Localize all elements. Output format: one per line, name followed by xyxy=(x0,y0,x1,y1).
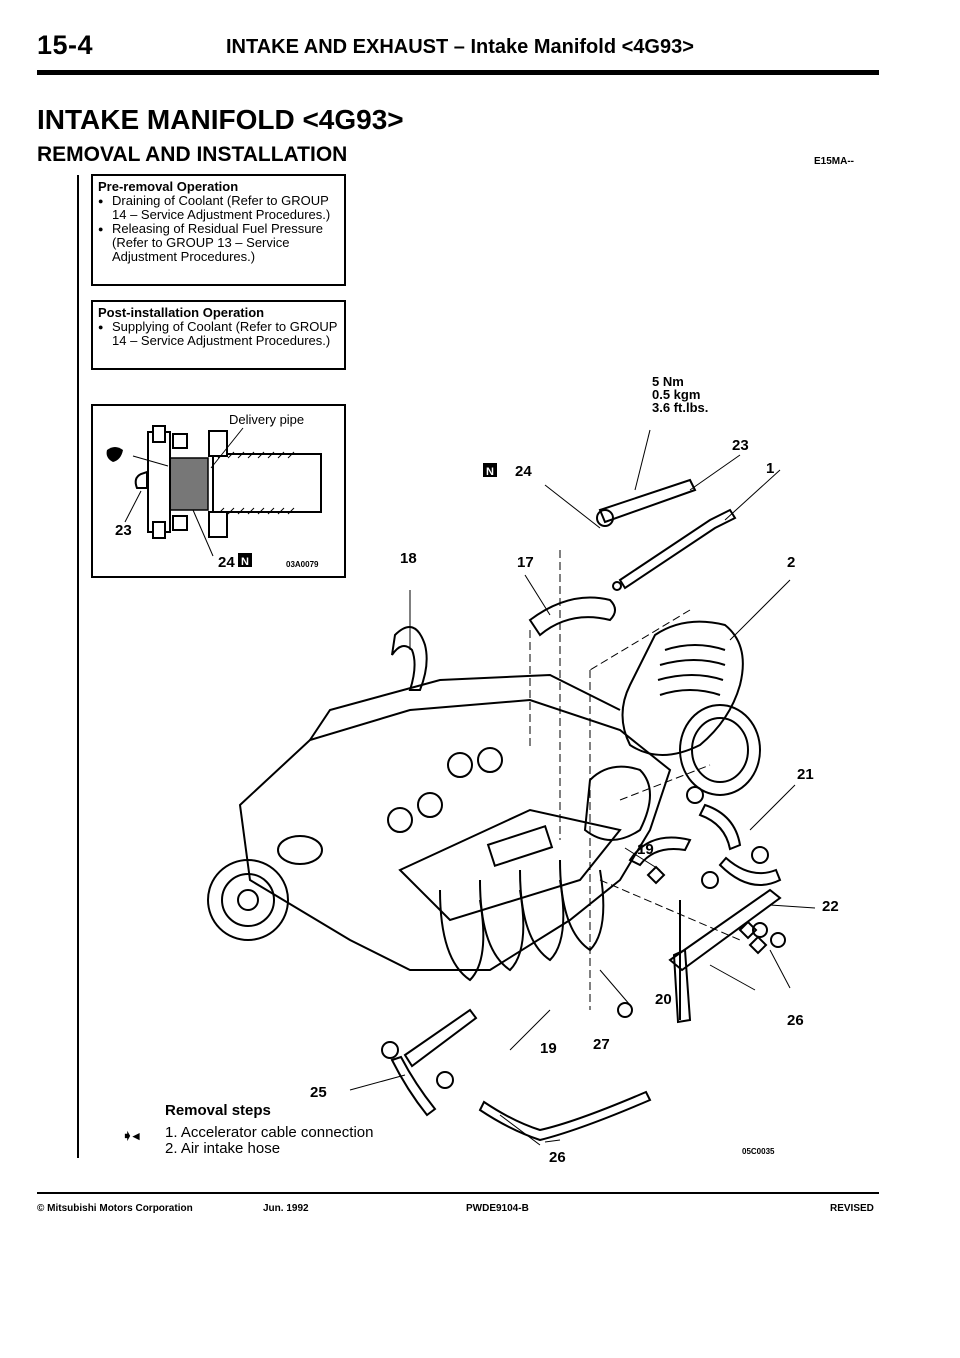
callout-18: 18 xyxy=(400,550,417,567)
figure-code: 05C0035 xyxy=(742,1147,775,1156)
section-subtitle: REMOVAL AND INSTALLATION xyxy=(37,143,348,166)
inset-callout-24: 24 xyxy=(218,554,235,571)
pre-removal-box: Pre-removal Operation Draining of Coolan… xyxy=(91,174,346,286)
inset-callout-23: 23 xyxy=(115,522,132,539)
removal-steps-title: Removal steps xyxy=(165,1103,271,1119)
post-installation-item: Supplying of Coolant (Refer to GROUP 14 … xyxy=(98,320,338,348)
section-code: E15MA-- xyxy=(814,156,855,167)
delivery-pipe-label: Delivery pipe xyxy=(229,412,305,427)
svg-text:N: N xyxy=(486,466,494,478)
callout-19-lower: 19 xyxy=(540,1040,557,1057)
callout-26-bottom: 26 xyxy=(549,1149,566,1166)
torque-kgm: 0.5 kgm xyxy=(652,387,701,402)
callout-1: 1 xyxy=(766,460,775,477)
callout-26-right: 26 xyxy=(787,1012,804,1029)
removal-steps-list: 1. Accelerator cable connection 2. Air i… xyxy=(165,1125,373,1157)
removal-step: 2. Air intake hose xyxy=(165,1140,281,1157)
removal-arrows-icon: ➧◂ xyxy=(122,1128,140,1143)
removal-step: 1. Accelerator cable connection xyxy=(165,1124,374,1141)
torque-spec: 5 Nm 0.5 kgm 3.6 ft.lbs. xyxy=(652,375,708,414)
removal-steps-heading: Removal steps xyxy=(165,1102,271,1119)
svg-text:N: N xyxy=(241,556,249,568)
callout-22: 22 xyxy=(822,898,839,915)
pre-removal-item: Releasing of Residual Fuel Pressure (Ref… xyxy=(98,222,338,264)
pre-removal-item: Draining of Coolant (Refer to GROUP 14 –… xyxy=(98,194,338,222)
post-installation-box: Post-installation Operation Supplying of… xyxy=(91,300,346,370)
torque-ftlbs: 3.6 ft.lbs. xyxy=(652,400,709,415)
pre-removal-title: Pre-removal Operation xyxy=(98,179,239,194)
callout-17: 17 xyxy=(517,554,534,571)
callout-20: 20 xyxy=(655,991,672,1008)
page-title: INTAKE MANIFOLD <4G93> xyxy=(37,104,404,135)
callout-25: 25 xyxy=(310,1084,327,1101)
torque-nm: 5 Nm xyxy=(652,374,684,389)
intake-manifold-exploded-view: N xyxy=(207,429,816,1146)
inset-figure: N Delivery pipe 23 24 03A0079 xyxy=(91,404,346,578)
callout-23: 23 xyxy=(732,437,749,454)
injector-detail-drawing: N xyxy=(106,425,322,568)
header-rule xyxy=(37,70,879,75)
callout-27: 27 xyxy=(593,1036,610,1053)
running-title: INTAKE AND EXHAUST – Intake Manifold <4G… xyxy=(226,36,694,58)
margin-rule xyxy=(77,175,79,1158)
footer-doc-code: PWDE9104-B xyxy=(466,1203,529,1214)
callout-2: 2 xyxy=(787,554,796,571)
footer-rule xyxy=(37,1192,879,1194)
callout-24: 24 xyxy=(515,463,532,480)
footer-date: Jun. 1992 xyxy=(263,1203,309,1214)
page-number: 15-4 xyxy=(37,30,94,60)
callout-19-upper: 19 xyxy=(637,841,654,858)
inset-figure-code: 03A0079 xyxy=(286,560,319,569)
callout-21: 21 xyxy=(797,766,814,783)
footer-status: REVISED xyxy=(830,1203,874,1214)
footer-copyright: © Mitsubishi Motors Corporation xyxy=(37,1203,193,1214)
post-installation-title: Post-installation Operation xyxy=(98,305,265,320)
